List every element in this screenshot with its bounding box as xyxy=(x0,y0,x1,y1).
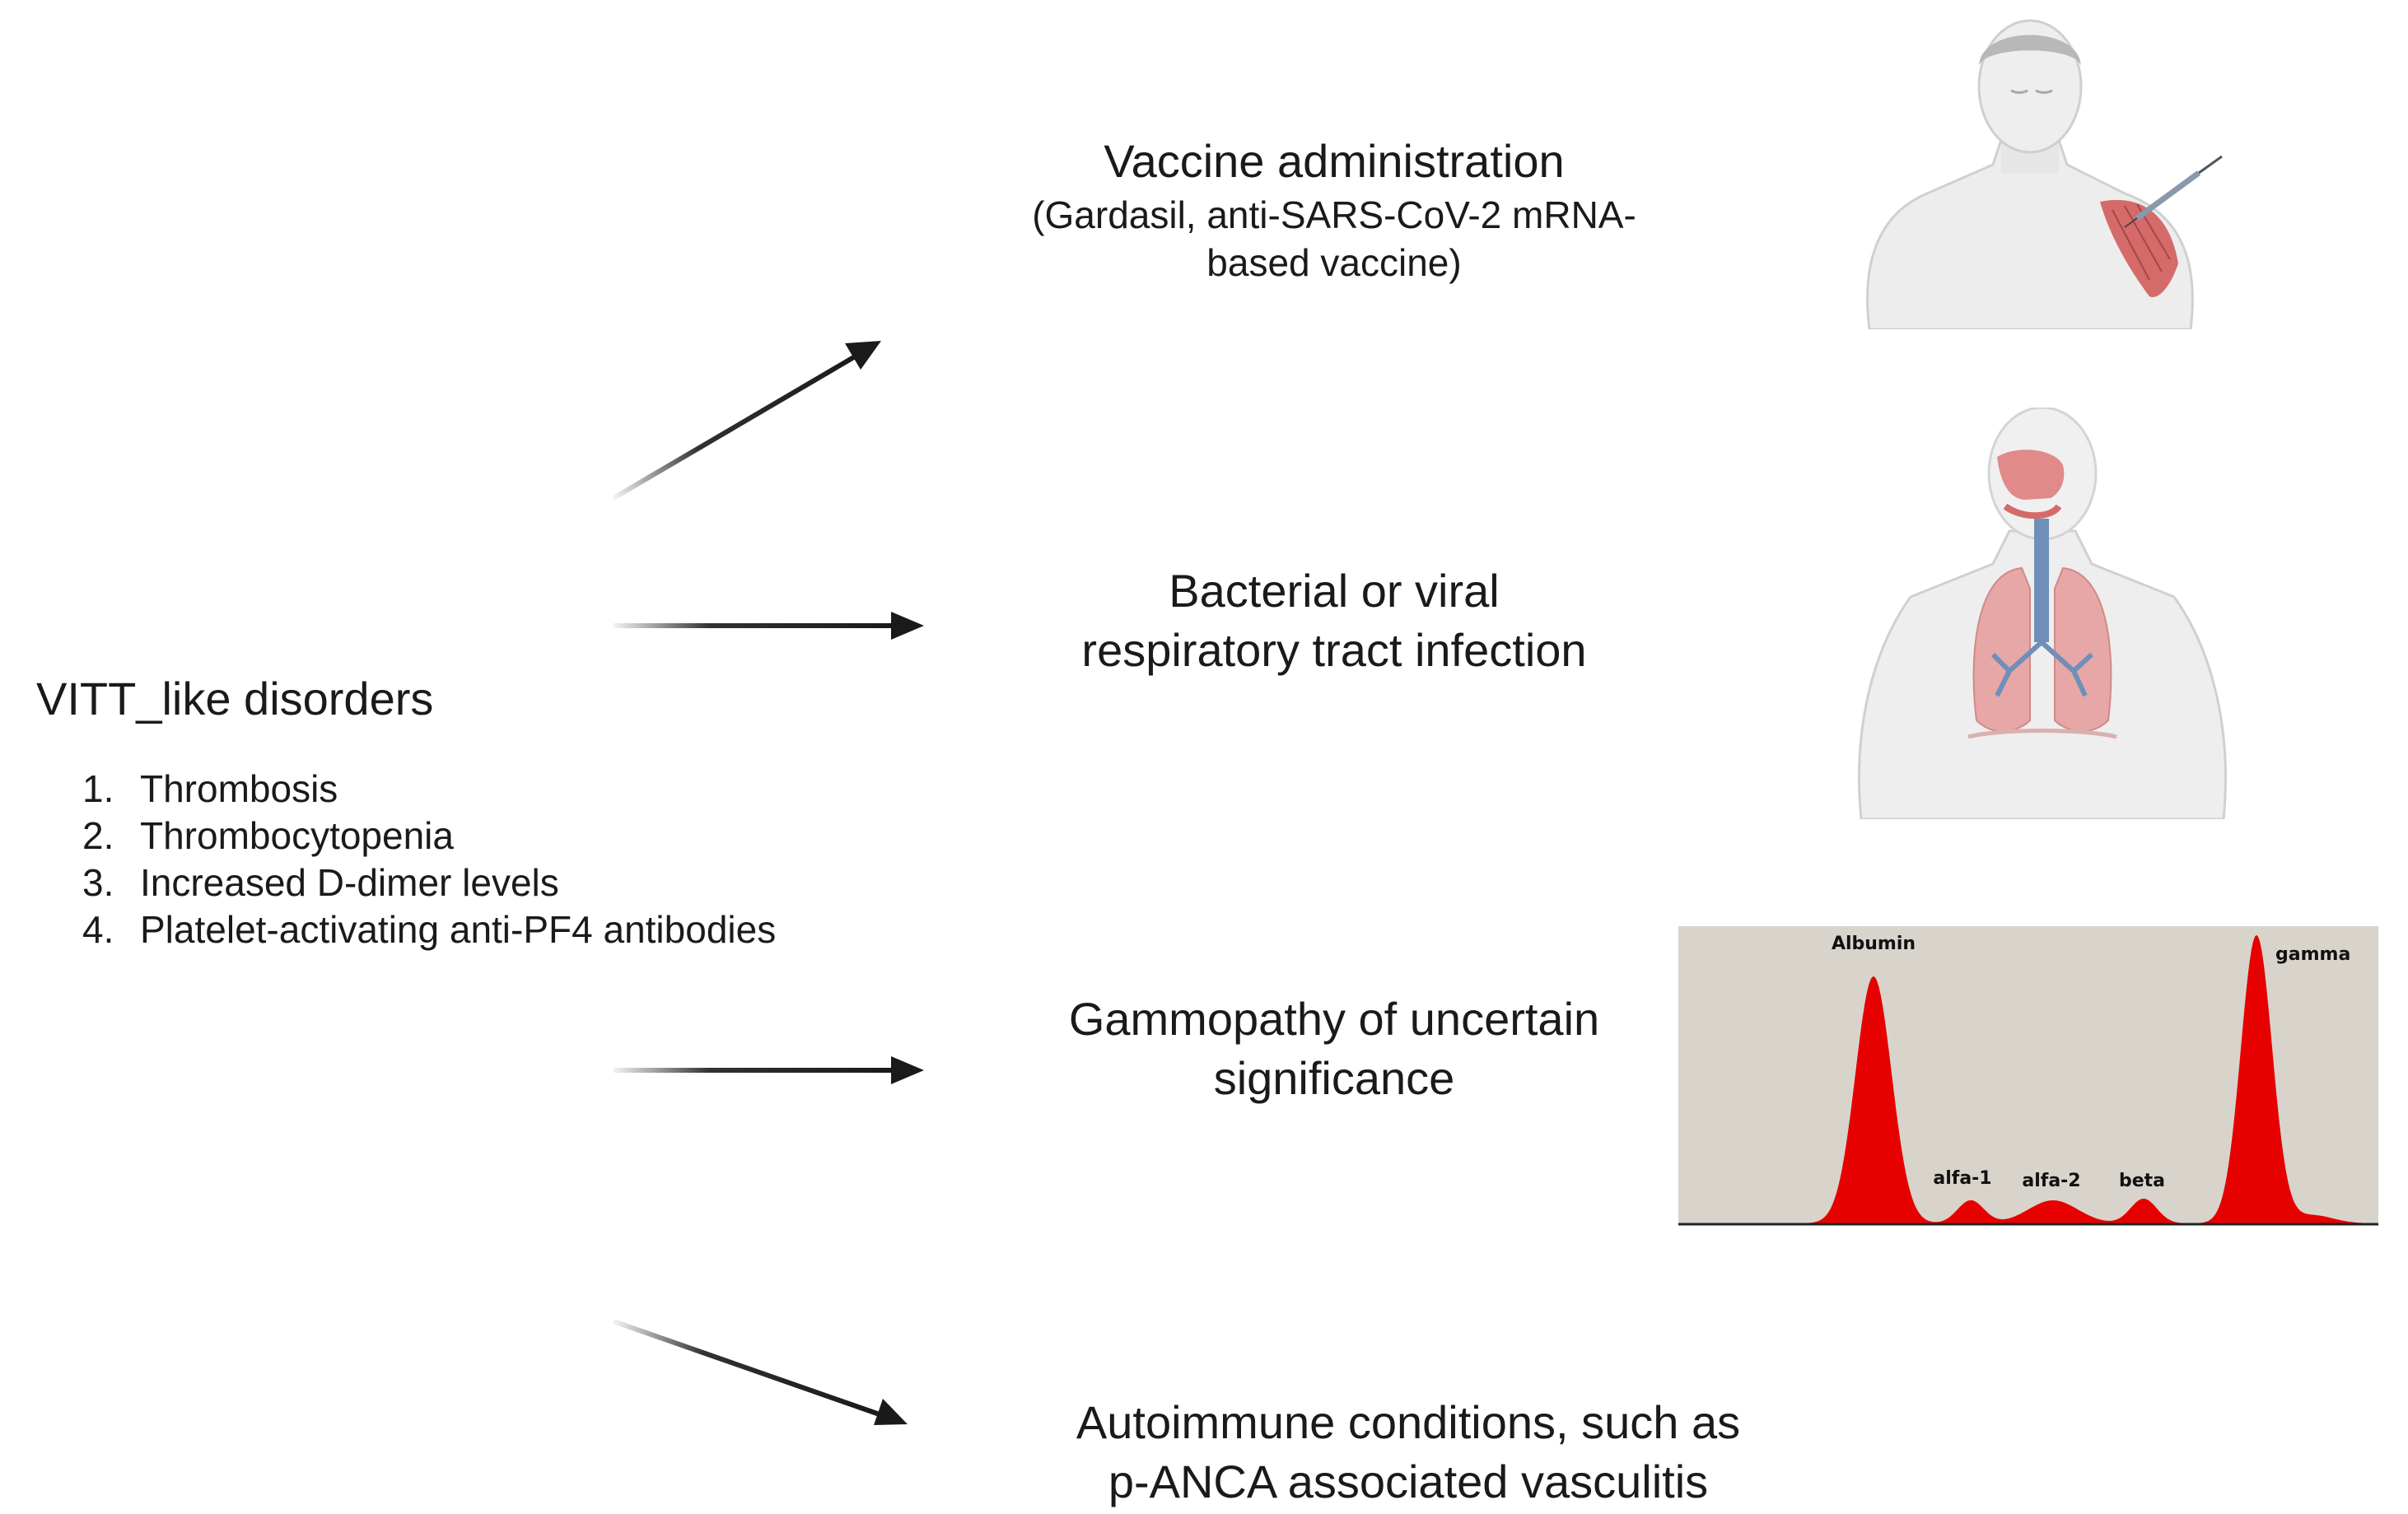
cause-subtitle: based vaccine) xyxy=(1206,241,1462,284)
list-item: 3. Increased D-dimer levels xyxy=(82,859,776,906)
list-number: 2. xyxy=(82,814,114,857)
list-text: Platelet-activating anti-PF4 antibodies xyxy=(140,908,777,951)
list-text: Thrombocytopenia xyxy=(140,814,454,857)
cause-title: Bacterial or viral xyxy=(1169,565,1500,617)
criteria-list: 1. Thrombosis 2. Thrombocytopenia 3. Increa… xyxy=(82,766,776,953)
list-item: 1. Thrombosis xyxy=(82,766,776,813)
peak-label-alfa-1: alfa-1 xyxy=(1933,1168,1991,1189)
cause-gammopathy: Gammopathy of uncertain significance xyxy=(972,990,1696,1108)
respiratory-tract-icon xyxy=(1858,408,2227,819)
cause-autoimmune: Autoimmune conditions, such as p-ANCA as… xyxy=(972,1393,1845,1512)
cause-title: significance xyxy=(1213,1052,1455,1104)
list-item: 4. Platelet-activating anti-PF4 antibodie… xyxy=(82,906,776,953)
list-number: 1. xyxy=(82,767,114,810)
cause-title: Autoimmune conditions, such as xyxy=(1076,1396,1741,1448)
list-text: Thrombosis xyxy=(140,767,338,810)
peak-label-alfa-2: alfa-2 xyxy=(2022,1171,2080,1191)
peak-label-gamma: gamma xyxy=(2275,944,2350,965)
arrow-to-vaccine xyxy=(612,341,881,501)
arrow-to-gammopathy xyxy=(614,1056,924,1084)
cause-title: Vaccine administration xyxy=(1104,135,1565,187)
electrophoresis-chart: Albumin alfa-1 alfa-2 beta gamma xyxy=(1678,926,2378,1226)
list-text: Increased D-dimer levels xyxy=(140,861,559,904)
main-title: VITT_like disorders xyxy=(36,673,434,724)
cause-infection: Bacterial or viral respiratory tract inf… xyxy=(972,561,1696,680)
cause-title: Gammopathy of uncertain xyxy=(1068,993,1600,1045)
cause-vaccine: Vaccine administration (Gardasil, anti-S… xyxy=(972,132,1696,286)
cause-subtitle: (Gardasil, anti-SARS-CoV-2 mRNA- xyxy=(1032,193,1636,236)
peak-label-albumin: Albumin xyxy=(1832,934,1916,954)
list-number: 4. xyxy=(82,908,114,951)
vaccine-shoulder-icon xyxy=(1866,19,2223,329)
peak-label-beta: beta xyxy=(2119,1171,2165,1191)
cause-title: respiratory tract infection xyxy=(1081,624,1587,676)
arrow-to-autoimmune xyxy=(613,1319,908,1425)
list-item: 2. Thrombocytopenia xyxy=(82,813,776,859)
cause-title: p-ANCA associated vasculitis xyxy=(1108,1456,1709,1507)
arrow-to-infection xyxy=(614,612,924,640)
list-number: 3. xyxy=(82,861,114,904)
electrophoresis-curve xyxy=(1678,934,2378,1223)
